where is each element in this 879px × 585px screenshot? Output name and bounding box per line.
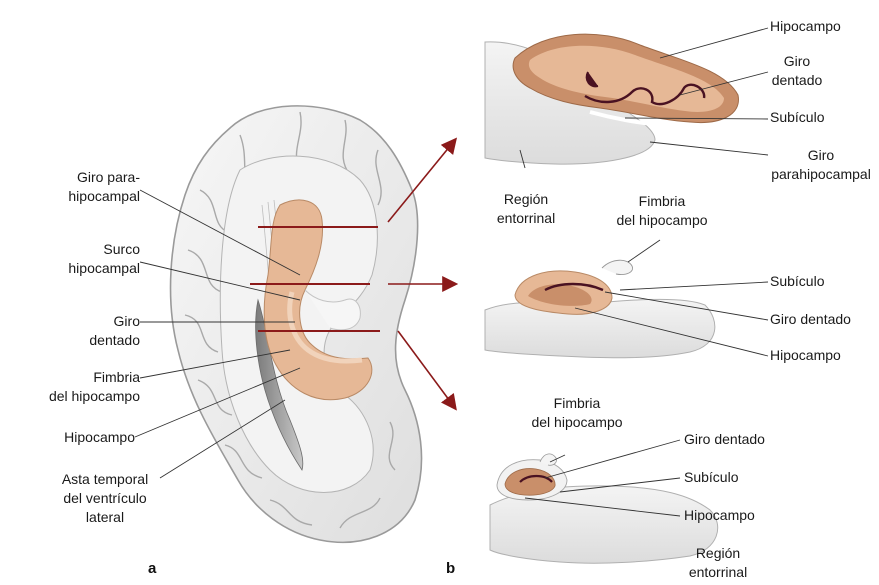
label-line: lateral: [50, 508, 160, 527]
label-hippocampal-sulcus: Surco hipocampal: [54, 240, 140, 278]
label-line: Fimbria: [600, 192, 724, 211]
label-line: del hipocampo: [34, 387, 140, 406]
label-line: Hipocampo: [684, 506, 755, 525]
label-line: hipocampal: [54, 187, 140, 206]
section-middle: [485, 260, 715, 358]
label-middle-fimbria: Fimbria del hipocampo: [600, 192, 724, 230]
label-line: dentado: [770, 71, 824, 90]
label-middle-subiculum: Subículo: [770, 272, 824, 291]
label-fimbria: Fimbria del hipocampo: [34, 368, 140, 406]
label-line: Región: [680, 544, 756, 563]
panel-label-a: a: [148, 560, 156, 577]
label-line: parahipocampal: [768, 165, 874, 184]
label-middle-dentate: Giro dentado: [770, 310, 851, 329]
label-line: Giro para-: [54, 168, 140, 187]
label-hippocampus-left: Hipocampo: [34, 428, 135, 447]
middle-fimbria: [602, 260, 633, 274]
label-parahippocampal-gyrus: Giro para- hipocampal: [54, 168, 140, 206]
label-top-hippocampus: Hipocampo: [770, 17, 841, 36]
label-top-dentate: Giro dentado: [770, 52, 824, 90]
label-line: del hipocampo: [600, 211, 724, 230]
label-line: entorrinal: [680, 563, 756, 582]
label-line: Giro dentado: [770, 310, 851, 329]
label-line: Subículo: [770, 272, 824, 291]
label-temporal-horn: Asta temporal del ventrículo lateral: [50, 470, 160, 527]
label-top-parahippocampal: Giro parahipocampal: [768, 146, 874, 184]
label-line: Fimbria: [34, 368, 140, 387]
label-line: del ventrículo: [50, 489, 160, 508]
label-line: Hipocampo: [770, 346, 841, 365]
panel-label-b: b: [446, 560, 455, 577]
label-line: Giro: [768, 146, 874, 165]
label-line: Subículo: [684, 468, 738, 487]
label-dentate-gyrus: Giro dentado: [54, 312, 140, 350]
label-line: Hipocampo: [770, 17, 841, 36]
label-bottom-entorhinal: Región entorrinal: [680, 544, 756, 582]
label-line: Región: [488, 190, 564, 209]
label-line: Giro dentado: [684, 430, 765, 449]
label-line: hipocampal: [54, 259, 140, 278]
section-top: [485, 34, 738, 164]
brain-hemisphere: [171, 106, 455, 542]
label-line: Fimbria: [515, 394, 639, 413]
label-line: Asta temporal: [50, 470, 160, 489]
label-line: Subículo: [770, 108, 824, 127]
label-line: entorrinal: [488, 209, 564, 228]
label-line: Giro: [770, 52, 824, 71]
label-line: Hipocampo: [34, 428, 135, 447]
label-line: del hipocampo: [515, 413, 639, 432]
label-middle-hippocampus: Hipocampo: [770, 346, 841, 365]
label-line: Surco: [54, 240, 140, 259]
label-line: dentado: [54, 331, 140, 350]
label-bottom-hippocampus: Hipocampo: [684, 506, 755, 525]
label-top-subiculum: Subículo: [770, 108, 824, 127]
label-bottom-fimbria: Fimbria del hipocampo: [515, 394, 639, 432]
label-line: Giro: [54, 312, 140, 331]
label-bottom-subiculum: Subículo: [684, 468, 738, 487]
label-bottom-dentate: Giro dentado: [684, 430, 765, 449]
label-top-entorhinal: Región entorrinal: [488, 190, 564, 228]
